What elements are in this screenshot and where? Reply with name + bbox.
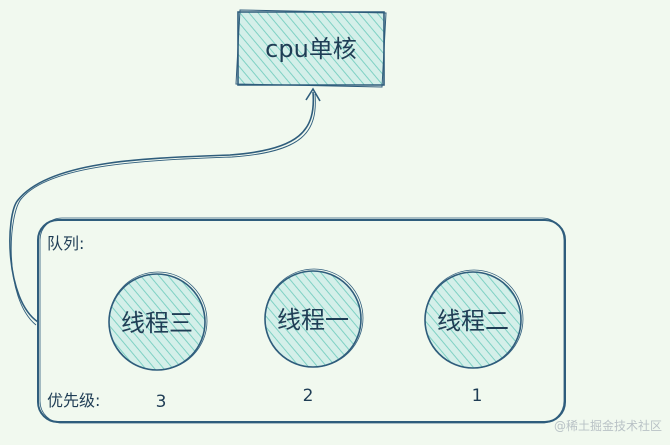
cpu-box: cpu单核	[235, 9, 387, 88]
arrow-head-icon	[305, 87, 321, 102]
thread-node: 线程一 2	[264, 268, 364, 406]
thread-node: 线程三 3	[108, 271, 208, 412]
thread-priority: 1	[472, 386, 483, 406]
cpu-box-label: cpu单核	[265, 35, 357, 63]
thread-label: 线程三	[121, 309, 193, 337]
thread-label: 线程二	[437, 307, 509, 335]
thread-priority: 3	[156, 392, 167, 412]
queue-title: 队列:	[47, 234, 84, 253]
priority-label: 优先级:	[47, 391, 100, 410]
connector-arrow	[9, 87, 321, 326]
watermark: @稀土掘金技术社区	[554, 418, 662, 433]
thread-priority: 2	[303, 386, 314, 406]
queue-container: 队列: 优先级:	[37, 217, 566, 424]
thread-node: 线程二 1	[424, 269, 524, 406]
thread-label: 线程一	[277, 306, 349, 334]
